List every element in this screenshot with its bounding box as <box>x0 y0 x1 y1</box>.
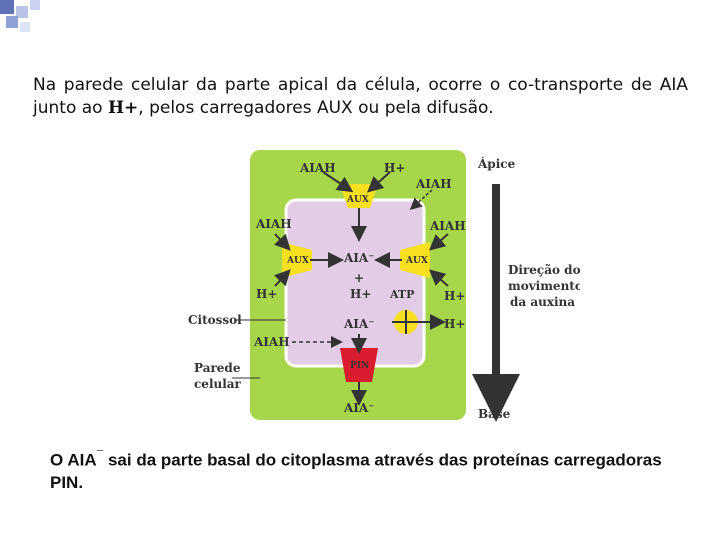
label-pin: PIN <box>350 361 369 371</box>
paragraph-part2: , pelos carregadores AUX ou pela difusão… <box>138 98 494 118</box>
label-h-left: H+ <box>256 287 277 301</box>
label-h-right: H+ <box>444 289 465 303</box>
label-direcao-line2: movimento <box>508 279 580 293</box>
aux-carrier-left <box>282 242 312 278</box>
caption-superscript: ¯ <box>96 448 104 462</box>
paragraph-h-plus: H+ <box>107 98 139 118</box>
label-h-top: H+ <box>384 161 405 175</box>
paragraph-part1: Na parede celular da parte apical da cél… <box>33 75 688 118</box>
label-aux-top: AUX <box>346 195 369 205</box>
label-aiah-bottomleft: AIAH <box>253 335 290 349</box>
decorative-squares <box>0 0 40 32</box>
label-h-center: H+ <box>350 287 371 301</box>
label-aia-minus-bottom: AIA⁻ <box>343 401 375 415</box>
label-direcao-line3: da auxina <box>510 295 575 309</box>
auxin-transport-diagram: AIAH H+ AIAH AUX AIAH AIAH AUX AIA⁻ AUX … <box>188 150 580 422</box>
label-direcao-line1: Direção do <box>508 263 580 277</box>
label-plus-sign: + <box>354 271 364 285</box>
label-aiah-left: AIAH <box>255 217 292 231</box>
aux-carrier-right <box>400 242 430 278</box>
label-aux-left: AUX <box>286 256 309 266</box>
label-parede-line1: Parede <box>194 361 241 375</box>
label-h-right-lower: H+ <box>444 317 465 331</box>
caption-rest: sai da parte basal do citoplasma através… <box>50 450 662 492</box>
label-parede-line2: celular <box>194 377 242 391</box>
label-aiah-topright: AIAH <box>415 177 452 191</box>
pin-carrier <box>340 348 378 382</box>
label-aiah-top: AIAH <box>299 161 336 175</box>
label-atp: ATP <box>389 288 414 301</box>
caption-text: O AIA¯ sai da parte basal do citoplasma … <box>50 444 690 494</box>
intro-paragraph: Na parede celular da parte apical da cél… <box>33 74 688 120</box>
label-citossol: Citossol <box>188 313 242 327</box>
label-aiah-right: AIAH <box>429 219 466 233</box>
label-base: Base <box>478 407 511 421</box>
caption-prefix: O AIA <box>50 450 97 470</box>
label-aia-minus-lower: AIA⁻ <box>343 317 375 331</box>
label-apice: Ápice <box>477 156 516 171</box>
label-aux-right: AUX <box>405 256 428 266</box>
label-aia-minus-center: AIA⁻ <box>343 251 375 265</box>
